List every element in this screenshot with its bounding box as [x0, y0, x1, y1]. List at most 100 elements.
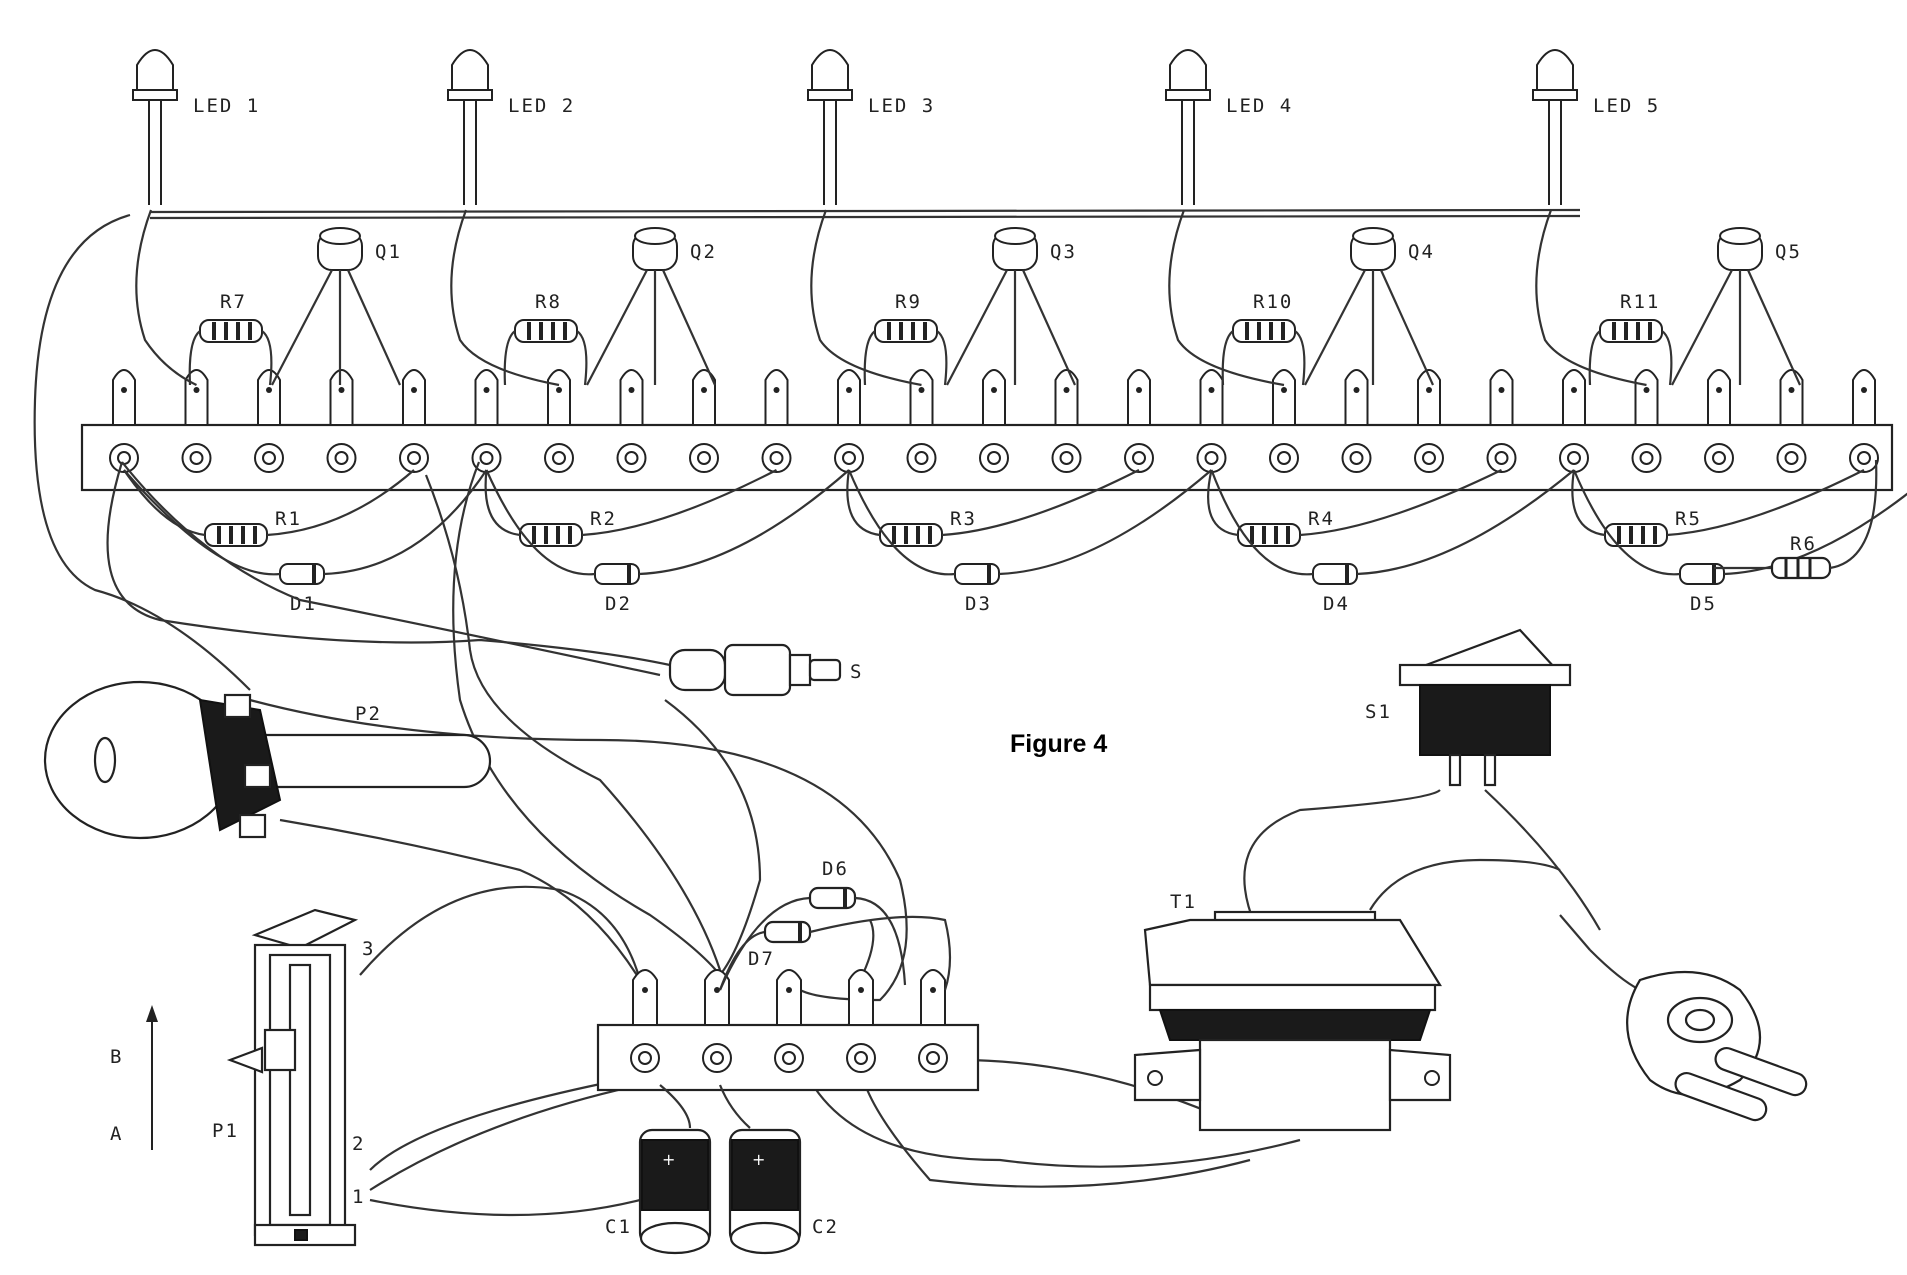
terminal-eyelet	[906, 443, 937, 473]
interconnect-wires	[33, 213, 1601, 1217]
solder-lug	[1707, 369, 1731, 426]
solder-lug	[1634, 369, 1659, 426]
switch-s-label: S	[850, 661, 863, 683]
leds: LED 1 LED 2 LED 3 LED 4 LED 5	[132, 49, 1660, 387]
terminal-eyelet	[109, 443, 139, 473]
transistor-q3-label: Q3	[1050, 241, 1077, 263]
diode-d5-label: D5	[1690, 593, 1717, 615]
solder-lug	[1562, 369, 1586, 426]
terminal-eyelet	[630, 1043, 660, 1073]
main-terminal-strip	[80, 369, 1894, 492]
direction-arrow: B A	[110, 1005, 158, 1150]
terminal-eyelet	[1196, 443, 1227, 473]
svg-text:+: +	[752, 1150, 765, 1169]
diode-d3: D3	[847, 469, 1213, 615]
resistor-bottom-5-label: R5	[1675, 508, 1702, 530]
resistor-top-5	[1599, 319, 1663, 343]
terminal-eyelet	[1559, 443, 1589, 473]
solder-lug	[776, 969, 802, 1026]
resistor-top-5-label: R11	[1620, 291, 1660, 313]
solder-lug	[1272, 369, 1296, 426]
diode-d7: D7	[718, 915, 952, 991]
solder-lug	[474, 369, 499, 426]
terminal-eyelet	[616, 443, 647, 473]
solder-lug	[1417, 369, 1441, 426]
resistor-bottom-3	[879, 523, 943, 547]
resistor-top-1-label: R7	[220, 291, 247, 313]
diode-d2: D2	[485, 469, 850, 615]
resistor-top-1	[199, 319, 263, 343]
terminal-eyelet	[544, 443, 574, 473]
led-1: LED 1	[132, 49, 260, 205]
transistor-q3: Q3	[946, 227, 1077, 386]
diode-d3-label: D3	[965, 593, 992, 615]
switch-s: S	[668, 643, 863, 697]
transistor-q2: Q2	[586, 227, 717, 386]
resistor-bottom-5	[1604, 523, 1668, 547]
potentiometer-p2: P2	[43, 680, 492, 840]
arrow-label-a: A	[110, 1123, 123, 1145]
led-4-label: LED 4	[1226, 95, 1293, 117]
capacitor-c1: + C1	[605, 1084, 712, 1255]
resistor-bottom-1	[204, 523, 268, 547]
transistor-q5-label: Q5	[1775, 241, 1802, 263]
resistor-bottom-2-label: R2	[590, 508, 617, 530]
solder-lug	[1779, 369, 1804, 426]
terminal-eyelet	[326, 443, 357, 473]
diode-d7-label: D7	[748, 948, 775, 970]
solder-lug	[1344, 369, 1369, 426]
mains-plug	[1559, 914, 1808, 1122]
solder-lug	[1127, 369, 1151, 426]
led-3: LED 3	[807, 49, 935, 205]
diode-d4-label: D4	[1323, 593, 1350, 615]
terminal-eyelet	[1486, 443, 1517, 473]
resistor-top-4	[1232, 319, 1296, 343]
terminal-eyelet	[1269, 443, 1299, 473]
terminal-eyelet	[1124, 443, 1154, 473]
resistor-bottom-3-label: R3	[950, 508, 977, 530]
switch-s1-label: S1	[1365, 701, 1392, 723]
terminal-eyelet	[181, 443, 212, 473]
terminal-eyelet	[846, 1043, 876, 1073]
terminal-eyelet	[1051, 443, 1082, 473]
transistor-q5: Q5	[1671, 227, 1802, 386]
diode-d4: D4	[1210, 469, 1575, 615]
terminal-eyelet	[399, 443, 429, 473]
terminal-eyelet	[254, 443, 284, 473]
led-3-label: LED 3	[868, 95, 935, 117]
potentiometer-p1-label: P1	[212, 1120, 239, 1142]
terminal-eyelet	[918, 1043, 948, 1073]
resistor-r6-label: R6	[1790, 533, 1817, 555]
resistor-top-2-label: R8	[535, 291, 562, 313]
small-terminal-strip	[596, 969, 980, 1092]
solder-lug	[837, 369, 861, 426]
resistor-bottom-1-label: R1	[275, 508, 302, 530]
solder-lug	[619, 369, 644, 426]
solder-lug	[112, 369, 136, 426]
solder-lug	[764, 369, 789, 426]
transformer-t1-label: T1	[1170, 891, 1197, 913]
figure-title: Figure 4	[1010, 730, 1107, 758]
potentiometer-p2-label: P2	[355, 703, 382, 725]
terminal-eyelet	[1414, 443, 1444, 473]
led-1-label: LED 1	[193, 95, 260, 117]
capacitor-c2-label: C2	[812, 1216, 839, 1238]
solder-lug	[982, 369, 1006, 426]
solder-lug	[909, 369, 934, 426]
terminal-eyelet	[1341, 443, 1372, 473]
resistor-bottom-2	[519, 523, 583, 547]
solder-lug	[848, 969, 874, 1026]
capacitor-c2: + C2	[718, 1084, 839, 1255]
transistor-q2-label: Q2	[690, 241, 717, 263]
solder-lug	[1054, 369, 1079, 426]
solder-lug	[547, 369, 571, 426]
led-5-label: LED 5	[1593, 95, 1660, 117]
terminal-eyelet	[1776, 443, 1807, 473]
led-2-label: LED 2	[508, 95, 575, 117]
